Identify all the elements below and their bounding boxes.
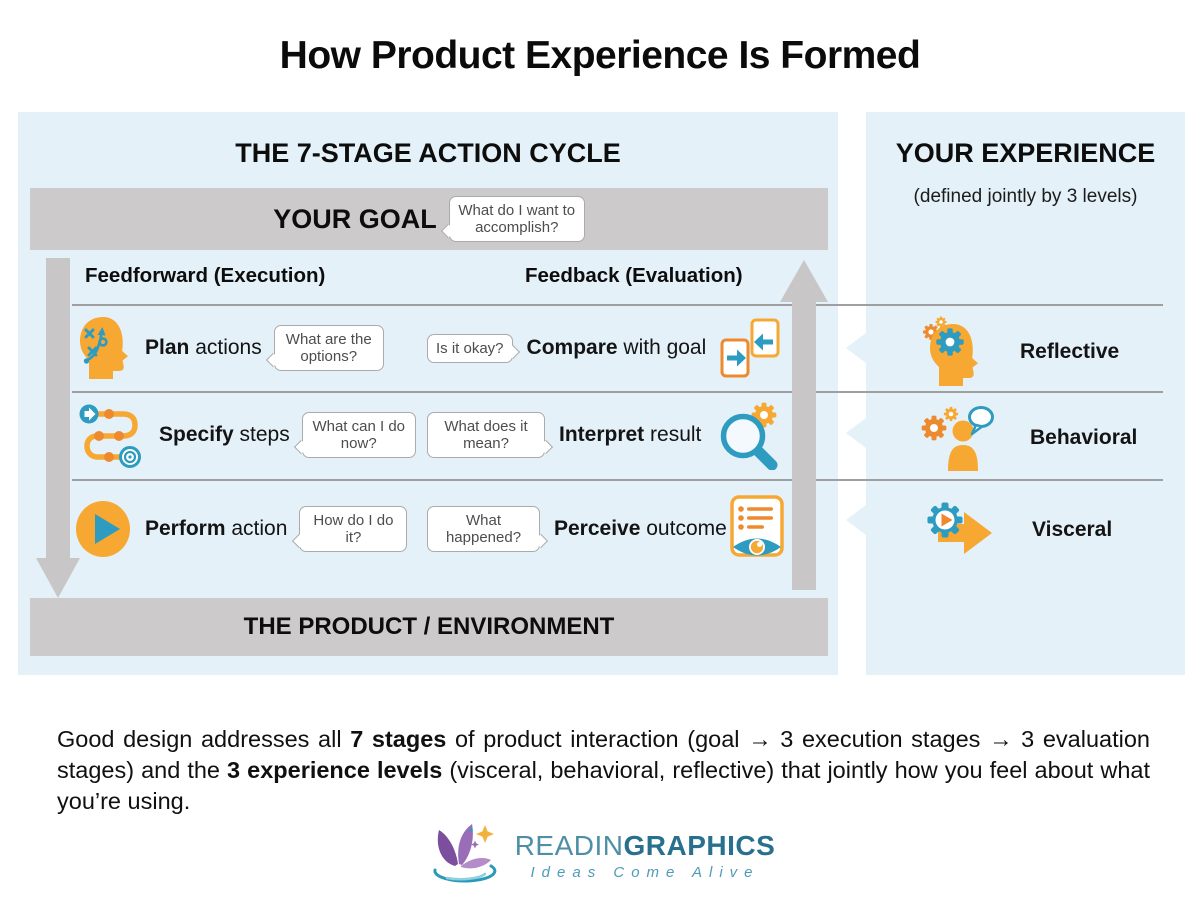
plan-strategy-head-icon bbox=[75, 315, 133, 381]
product-environment-bar: THE PRODUCT / ENVIRONMENT bbox=[30, 598, 828, 656]
cycle-heading: THE 7-STAGE ACTION CYCLE bbox=[235, 138, 621, 168]
stage-label-plan: Plan actions bbox=[145, 336, 262, 359]
experience-level-reflective: Reflective bbox=[918, 308, 1178, 396]
evaluation-up-arrow bbox=[792, 300, 816, 590]
page-title: How Product Experience Is Formed bbox=[279, 34, 921, 77]
row-divider-line bbox=[72, 391, 1163, 393]
magnifier-gear-icon bbox=[717, 400, 781, 470]
stage-label-perceive: Perceive outcome bbox=[554, 517, 727, 540]
stage-label-compare: Compare with goal bbox=[526, 336, 707, 359]
experience-level-label: Behavioral bbox=[1030, 426, 1138, 449]
logo-tagline: Ideas Come Alive bbox=[530, 863, 760, 881]
stage-label-specify: Specify steps bbox=[159, 423, 290, 446]
experience-level-label: Visceral bbox=[1032, 518, 1113, 541]
experience-level-label: Reflective bbox=[1020, 340, 1120, 363]
experience-level-visceral: Visceral bbox=[918, 486, 1178, 574]
document-eye-icon bbox=[727, 494, 787, 564]
footer-note: Good design addresses all 7 stages of pr… bbox=[57, 725, 1151, 814]
experience-level-behavioral: Behavioral bbox=[918, 394, 1178, 482]
play-button-icon bbox=[75, 499, 133, 559]
execution-down-arrow bbox=[46, 258, 70, 560]
compare-documents-icon bbox=[719, 316, 781, 380]
stage-row-specify-interpret: Specify steps What can I do now? What do… bbox=[75, 390, 781, 480]
person-gears-chat-icon bbox=[918, 404, 994, 472]
goal-bar: YOUR GOAL What do I want to accomplish? bbox=[30, 188, 828, 250]
question-bubble-happened: What happened? bbox=[427, 506, 540, 552]
row-divider-line bbox=[72, 304, 1163, 306]
goal-question-bubble: What do I want to accomplish? bbox=[448, 196, 585, 242]
action-cycle-panel: THE 7-STAGE ACTION CYCLE YOUR GOAL What … bbox=[18, 112, 838, 675]
stage-label-perform: Perform action bbox=[145, 517, 288, 540]
stage-row-perform-perceive: Perform action How do I do it? What happ… bbox=[75, 482, 784, 576]
route-steps-icon bbox=[75, 400, 147, 470]
level-pointer-chevron bbox=[846, 505, 866, 535]
question-bubble-mean: What does it mean? bbox=[427, 412, 545, 458]
question-bubble-cannow: What can I do now? bbox=[301, 412, 416, 458]
logo-name: READINGRAPHICS bbox=[514, 829, 776, 861]
experience-heading: YOUR EXPERIENCE bbox=[895, 138, 1156, 168]
question-bubble-options: What are the options? bbox=[273, 325, 384, 371]
stage-label-interpret: Interpret result bbox=[559, 423, 702, 446]
column-header-execution: Feedforward (Execution) bbox=[85, 264, 326, 287]
gear-play-arrow-icon bbox=[918, 498, 996, 562]
evaluation-up-arrowhead-icon bbox=[780, 260, 828, 302]
logo-mark-icon bbox=[425, 820, 501, 891]
experience-panel: YOUR EXPERIENCE (defined jointly by 3 le… bbox=[846, 112, 1185, 675]
head-gears-icon bbox=[918, 316, 984, 388]
column-header-evaluation: Feedback (Evaluation) bbox=[525, 264, 743, 287]
level-pointer-chevron bbox=[846, 418, 866, 448]
question-bubble-howdo: How do I do it? bbox=[299, 506, 408, 552]
logo: READINGRAPHICS Ideas Come Alive bbox=[0, 820, 1200, 891]
question-bubble-okay: Is it okay? bbox=[427, 333, 513, 363]
experience-subheading: (defined jointly by 3 levels) bbox=[913, 186, 1138, 207]
stage-row-plan-compare: Plan actions What are the options? Is it… bbox=[75, 304, 781, 392]
execution-down-arrowhead-icon bbox=[36, 558, 80, 598]
row-divider-line bbox=[72, 479, 1163, 481]
level-pointer-chevron bbox=[846, 333, 866, 363]
goal-label: YOUR GOAL bbox=[273, 203, 437, 234]
